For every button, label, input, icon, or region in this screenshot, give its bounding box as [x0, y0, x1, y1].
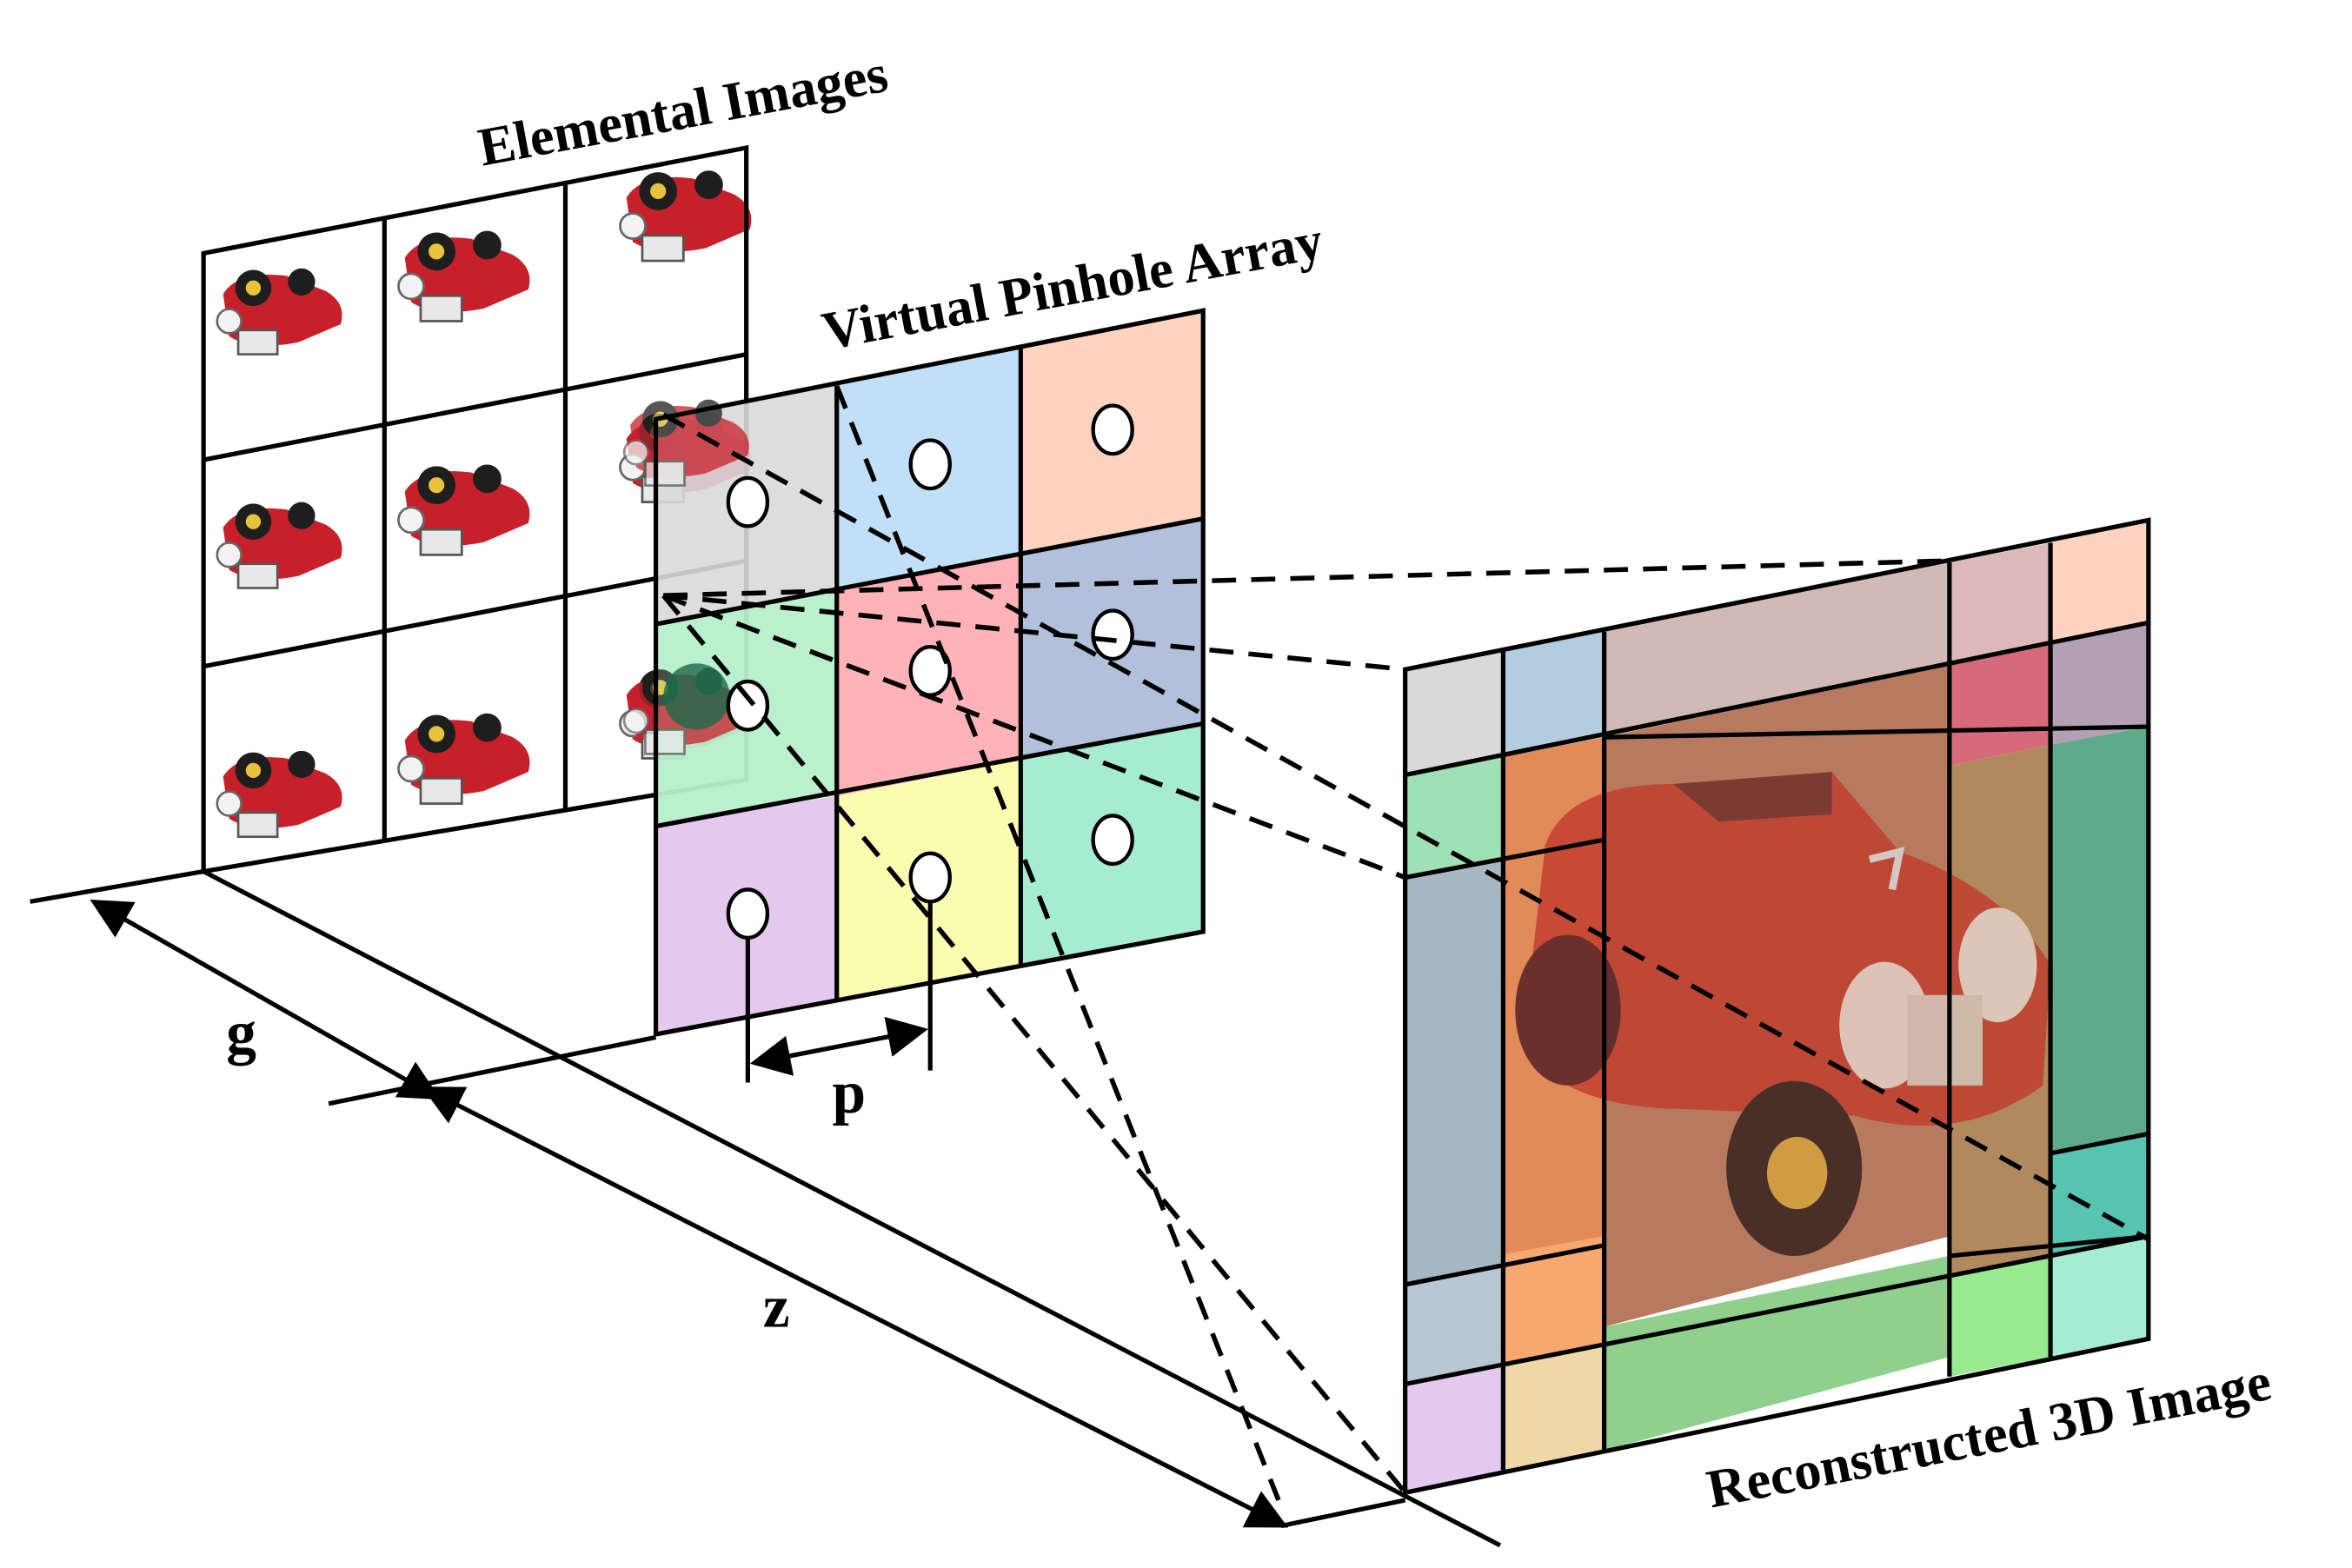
reconstructed-3d-image — [1403, 517, 2151, 1496]
g-dimension-arrow — [90, 899, 442, 1100]
p-label: p — [833, 1060, 867, 1126]
pinhole-icon — [726, 403, 1134, 940]
z-dimension-arrow — [421, 1086, 1289, 1528]
z-label: z — [763, 1273, 790, 1340]
virtual-pinhole-array — [622, 308, 1206, 1083]
g-label: g — [226, 1000, 256, 1066]
p-dimension-arrow — [745, 901, 933, 1083]
projection-rays — [661, 385, 2150, 1501]
reconstructed-car — [1515, 772, 2051, 1256]
elemental-images-label: Elemental Images — [474, 43, 893, 178]
